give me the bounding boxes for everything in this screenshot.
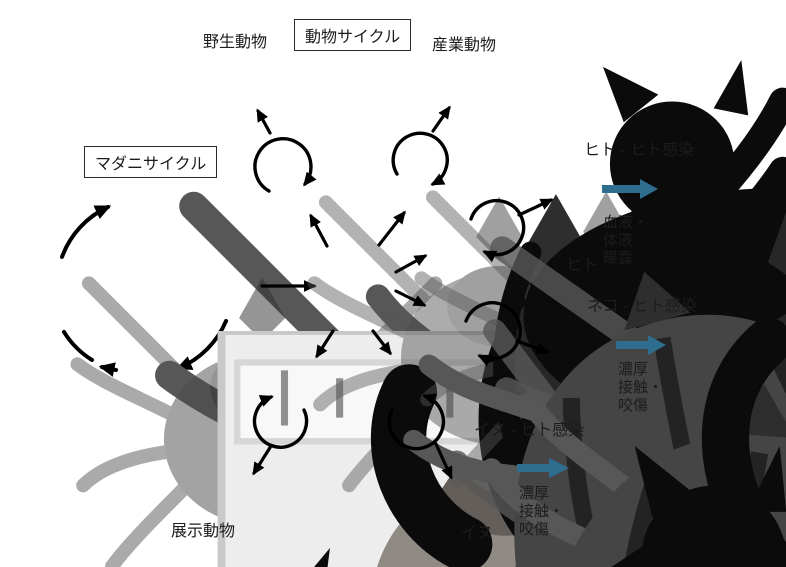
human-to-human-arrow — [602, 179, 658, 199]
arrow-loop-to-cow — [431, 105, 451, 133]
loop-wild-animal — [253, 137, 317, 193]
dog-to-human-arrow — [517, 458, 569, 478]
industrial-animal-path — [377, 105, 786, 560]
human-human-route-note: 血液・ 体液 曝露 — [603, 214, 649, 267]
arrow-loop-to-exhibit-animal — [252, 444, 273, 476]
human-label: ヒト — [566, 257, 599, 274]
arrow-loop-to-cat — [515, 339, 550, 355]
exhibit-animal-path — [158, 203, 786, 567]
exhibit-animal-label: 展示動物 — [171, 523, 236, 540]
cat-human-route-note: 濃厚 接触・ 咬傷 — [618, 361, 664, 414]
tick-cycle-box: マダニサイクル — [84, 146, 218, 178]
tick-lifecycle-cycle — [60, 194, 786, 567]
arrow-deer-to-human-tick — [394, 254, 428, 274]
cycle-arc-larva-to-adult — [60, 205, 112, 259]
industrial-animal-label: 産業動物 — [432, 37, 497, 54]
cycle-arc-eggs-to-larva — [62, 330, 94, 362]
arrow-deer-to-exhibit-tick — [315, 329, 335, 359]
arrow-deer-to-wild-tick — [309, 213, 329, 248]
animal-cycle-box: 動物サイクル — [294, 19, 412, 51]
cycle-arc-eggs-arrow — [98, 362, 118, 377]
wild-animal-path — [253, 60, 783, 567]
dog-path — [371, 329, 786, 567]
wild-animal-label: 野生動物 — [203, 34, 268, 51]
cycle-arc-engorged-to-eggs — [175, 319, 228, 370]
dog-human-route-note: 濃厚 接触・ 咬傷 — [519, 485, 565, 538]
dog-label: イヌ — [461, 525, 494, 542]
human-path — [394, 131, 786, 567]
cat-human-title: ネコ - ヒト感染 — [587, 298, 697, 315]
cat-to-human-arrow — [616, 335, 666, 355]
cat-path — [394, 289, 786, 567]
loop-human — [469, 198, 526, 263]
arrow-deer-to-dog-tick — [371, 329, 392, 356]
loop-cat — [464, 301, 522, 367]
arrow-loop-to-dog — [434, 442, 453, 480]
arrow-loop-to-human — [517, 198, 554, 217]
dog-human-title: イヌ - ヒト感染 — [474, 422, 585, 439]
arrow-deer-to-industrial-tick — [377, 210, 406, 247]
loop-industrial-animal — [391, 131, 449, 186]
arrow-deer-to-cat-tick — [394, 289, 427, 307]
human-human-title: ヒト - ヒト感染 — [584, 142, 695, 159]
loop-dog — [387, 393, 446, 451]
arrow-loop-to-wild-animal — [256, 108, 272, 135]
